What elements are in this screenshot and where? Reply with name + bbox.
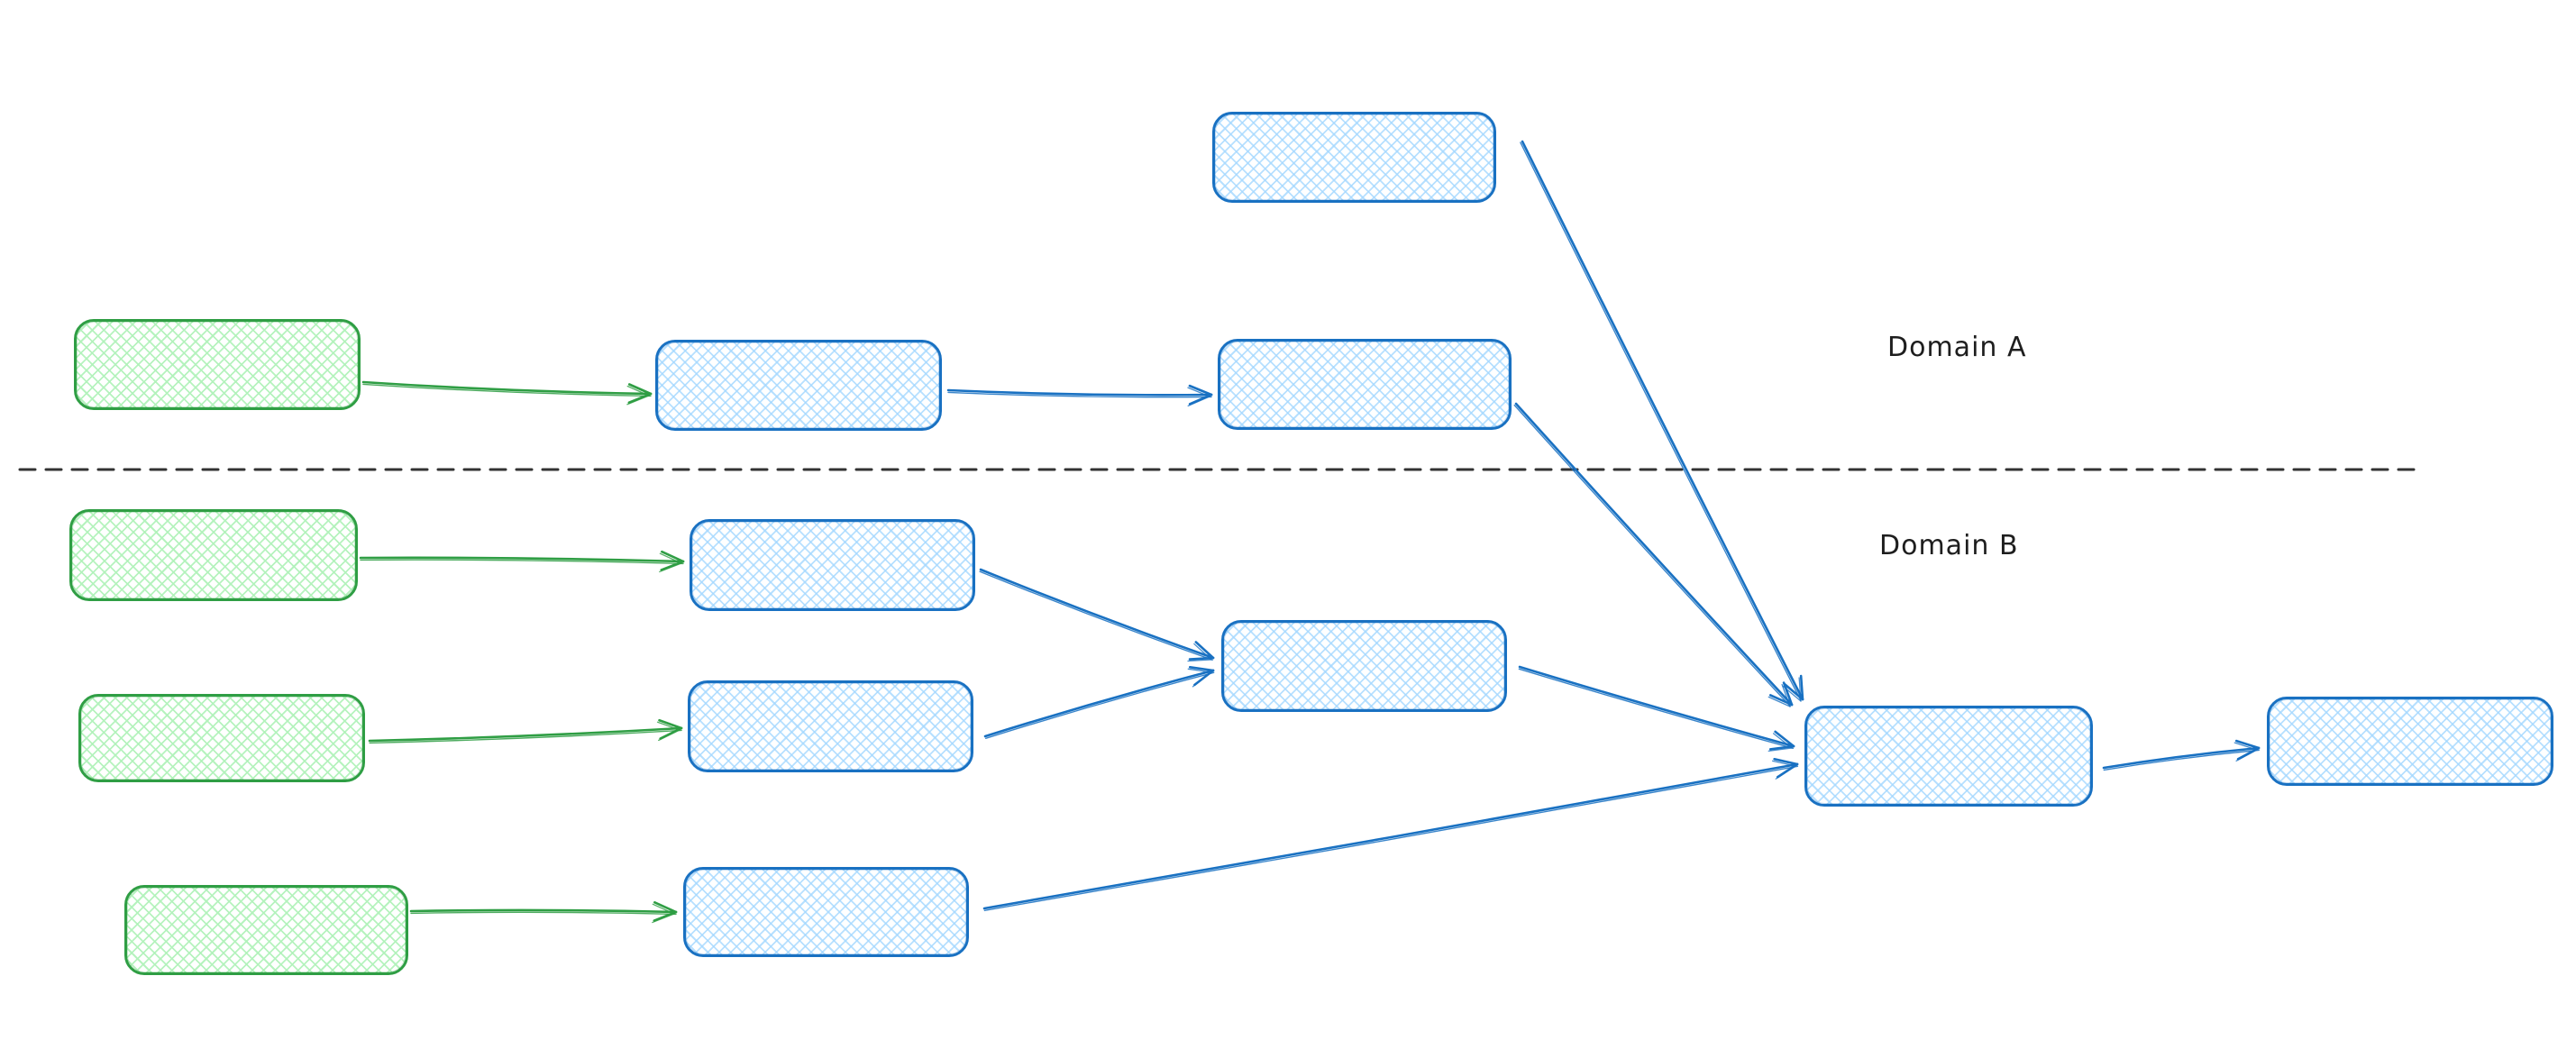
edge-conv-to-right [2102, 739, 2261, 771]
node-blue-merge [1221, 620, 1507, 712]
node-blue-a-mid [655, 340, 942, 431]
node-green-3 [78, 694, 365, 782]
edge-green2-to-b1 [359, 550, 685, 573]
node-blue-top [1212, 112, 1496, 203]
node-blue-b-1 [690, 519, 975, 611]
edge-green3-to-b2 [368, 718, 683, 744]
node-green-2 [69, 509, 358, 601]
edge-merge-to-conv [1518, 665, 1795, 753]
edge-amid-to-aright [946, 384, 1213, 407]
edge-b2-to-merge [983, 666, 1215, 740]
node-green-1 [74, 319, 361, 410]
edge-green1-to-amid [361, 380, 653, 406]
edge-aright-to-conv [1513, 402, 1794, 707]
node-blue-b-3 [683, 867, 969, 957]
domain-b-label: Domain B [1879, 530, 2019, 561]
node-green-4 [124, 885, 408, 975]
edge-top-to-conv [1520, 140, 1804, 702]
node-blue-b-2 [688, 680, 973, 772]
node-blue-a-right [1218, 339, 1512, 430]
edge-b1-to-merge [979, 568, 1215, 662]
domain-a-label: Domain A [1887, 332, 2027, 363]
node-blue-conv [1804, 706, 2093, 807]
edge-b3-to-conv [982, 758, 1799, 912]
node-blue-right [2267, 697, 2553, 786]
edge-green4-to-b3 [409, 901, 678, 924]
